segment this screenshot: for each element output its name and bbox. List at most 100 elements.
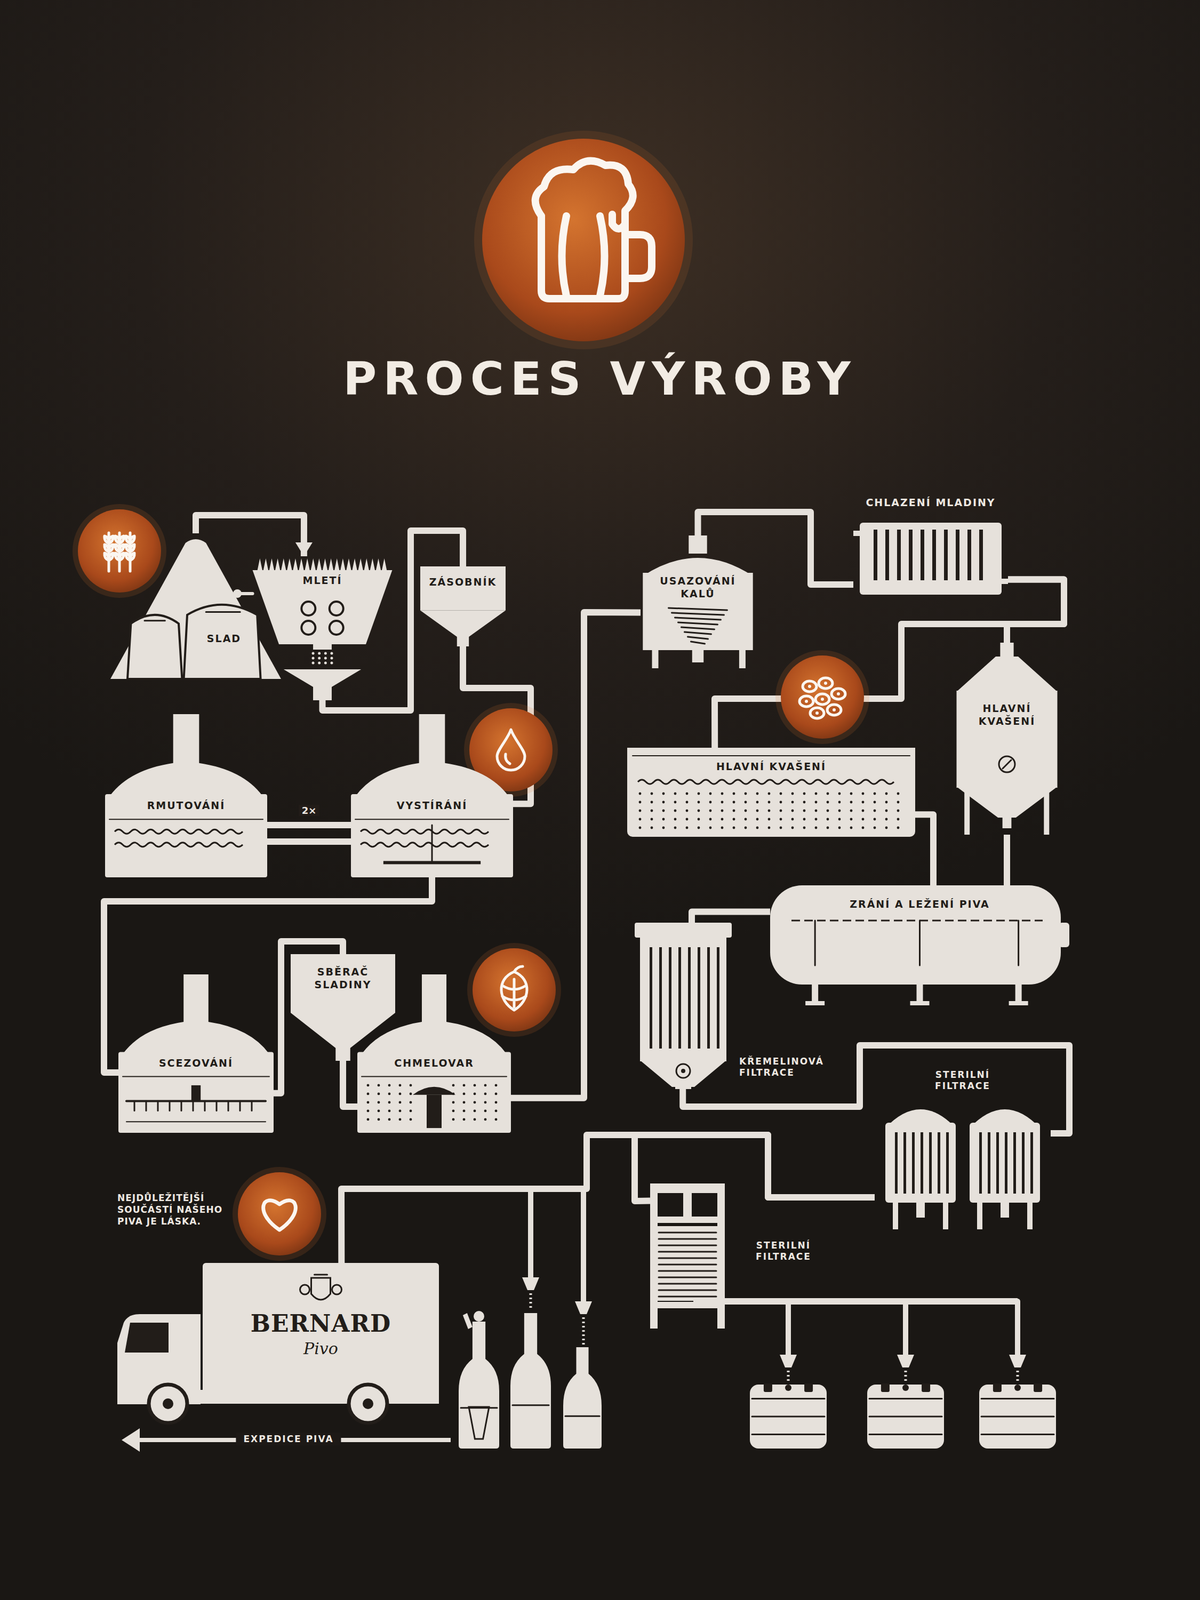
vessel-shape <box>779 809 783 813</box>
vessel-shape <box>803 818 806 821</box>
keg <box>752 1433 825 1436</box>
vessel-shape <box>779 801 783 804</box>
keg <box>979 1383 1056 1449</box>
vessel-shape <box>681 1068 686 1074</box>
edge-label: 2× <box>298 804 320 816</box>
filling-hose <box>902 1301 909 1355</box>
vessel-shape <box>678 947 682 1049</box>
icon-badge <box>827 704 842 716</box>
vessel-shape <box>676 1064 691 1078</box>
vessel-shape <box>494 1109 498 1113</box>
vessel-label: HLAVNÍ KVAŠENÍ <box>958 702 1055 728</box>
filling-hose <box>897 1301 915 1382</box>
icon-badge <box>115 544 124 552</box>
vessel-shape <box>709 809 712 813</box>
vessel-shape <box>362 1398 374 1410</box>
vessel-shape <box>779 826 783 830</box>
vessel-shape <box>110 533 282 679</box>
vessel-shape <box>398 1101 402 1104</box>
vessel-shape <box>861 792 865 796</box>
vessel-shape <box>314 1274 328 1276</box>
bottle <box>563 1347 602 1449</box>
vessel-shape <box>640 1060 727 1087</box>
mug-badge <box>535 161 652 299</box>
vessel-shape <box>484 1101 487 1104</box>
vessel-shape <box>388 1118 391 1122</box>
vessel-shape <box>897 529 901 581</box>
vessel-shape <box>281 558 287 572</box>
vessel-shape <box>1004 1132 1008 1194</box>
process-vessel: HLAVNÍ KVAŠENÍ <box>627 747 916 837</box>
vessel-shape <box>739 647 746 669</box>
vessel-shape <box>348 1384 388 1423</box>
keg <box>902 1384 909 1391</box>
filling-hose <box>574 1188 592 1346</box>
vessel-shape <box>1009 1001 1029 1006</box>
vessel-shape <box>640 936 727 1062</box>
vessel-shape <box>473 1084 477 1087</box>
vessel-shape <box>850 792 853 796</box>
filling-hose <box>529 1293 533 1310</box>
vessel-shape <box>269 558 275 572</box>
vessel-shape <box>1058 922 1070 948</box>
vessel-shape <box>779 818 783 821</box>
icon-badge <box>502 966 526 1007</box>
vessel-shape <box>462 1101 466 1104</box>
vessel-shape <box>109 763 263 796</box>
vessel-label: CHLAZENÍ MLADINY <box>853 496 1008 510</box>
vessel-shape <box>908 529 913 581</box>
filling-hose <box>582 1317 586 1346</box>
vessel-shape <box>126 1121 266 1123</box>
vessel-shape <box>638 826 642 830</box>
vessel-shape <box>366 1118 370 1122</box>
keg <box>979 1384 1056 1449</box>
mash-return-pipe <box>267 841 351 843</box>
keg <box>867 1384 944 1449</box>
vessel-shape <box>697 809 701 813</box>
pipe-connector <box>634 1134 875 1202</box>
keg-line-pipe <box>693 1301 1018 1302</box>
vessel-shape <box>650 792 654 796</box>
vessel-label: MLETÍ <box>244 574 400 588</box>
vessel-shape <box>127 614 182 679</box>
vessel-shape <box>383 860 481 864</box>
vessel-shape <box>897 809 900 813</box>
vessel-shape <box>885 809 888 813</box>
vessel-shape <box>912 1132 915 1194</box>
vessel-shape <box>756 818 759 821</box>
vessel-shape <box>494 1084 498 1087</box>
vessel-shape <box>721 801 724 804</box>
vessel-shape <box>685 826 689 830</box>
vessel-shape <box>658 1232 717 1234</box>
vessel-shape <box>964 781 970 835</box>
vessel-shape <box>638 801 642 804</box>
vessel-shape <box>658 1238 717 1240</box>
bottle <box>458 1321 500 1449</box>
vessel-shape <box>697 818 701 821</box>
vessel-shape <box>838 826 842 830</box>
vessel-shape <box>330 661 333 665</box>
vessel-label: SBĚRAČ SLADINY <box>301 965 385 992</box>
keg <box>1033 1383 1043 1392</box>
vessel-shape <box>814 818 818 821</box>
vessel-shape <box>360 842 489 847</box>
vessel-shape <box>398 1109 402 1113</box>
vessel-shape <box>658 1264 717 1266</box>
vessel-shape <box>484 1084 487 1087</box>
vessel-shape <box>885 529 890 581</box>
keg <box>869 1433 942 1436</box>
vessel-shape <box>355 818 509 820</box>
vessel-shape <box>658 1270 717 1272</box>
vessel-label: STERILNÍ FILTRACE <box>914 1069 1011 1093</box>
vessel-shape <box>452 1118 455 1122</box>
keg <box>749 1383 827 1449</box>
vessel-shape <box>655 1301 720 1309</box>
vessel-shape <box>312 652 315 655</box>
vessel-shape <box>732 826 736 830</box>
vessel-shape <box>920 1132 924 1194</box>
vessel-shape <box>484 1109 487 1113</box>
vessel-shape <box>1043 781 1050 835</box>
vessel-shape <box>969 1122 1040 1203</box>
vessel-shape <box>707 947 710 1049</box>
